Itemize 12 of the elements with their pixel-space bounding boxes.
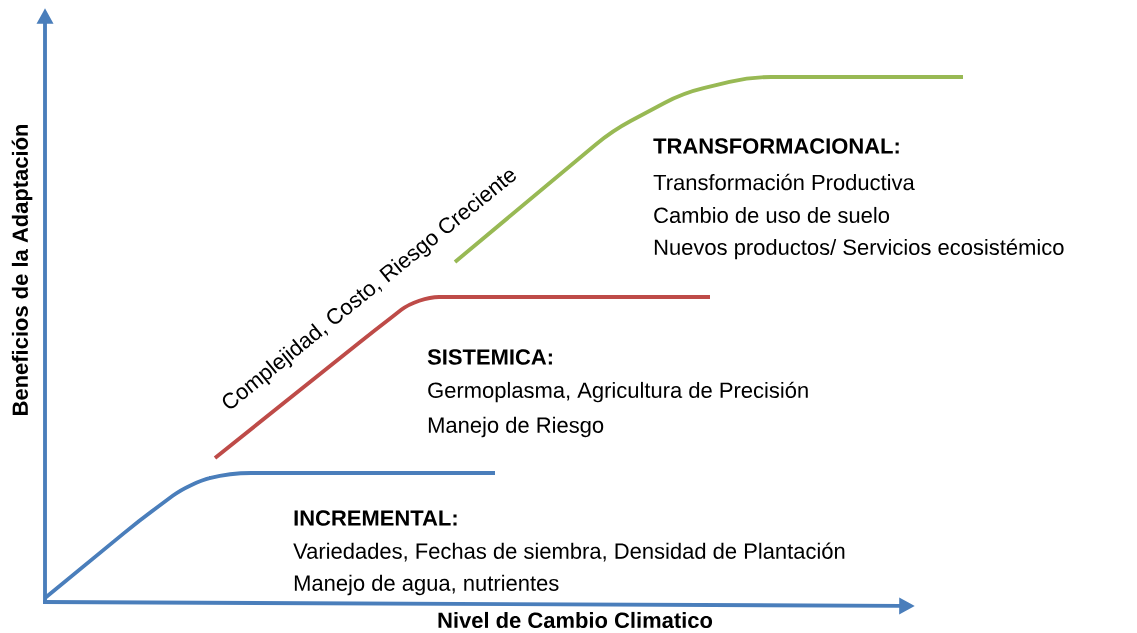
axis-label: Beneficios de la Adaptación <box>11 124 33 415</box>
category-heading: INCREMENTAL: <box>294 510 457 526</box>
item-text: Cambio de uso de suelo <box>654 206 890 224</box>
item-text: Transformación Productiva <box>653 173 915 191</box>
item-text: Germoplasma, Agricultura de Precisión <box>428 381 808 403</box>
item-text: Nuevos productos/ Servicios ecosistémico <box>654 238 1064 260</box>
item-text: Manejo de agua, nutrientes <box>294 574 559 596</box>
item-text: Manejo de Riesgo <box>428 416 604 438</box>
axis-label: Nivel de Cambio Climatico <box>438 611 713 629</box>
item-text: Variedades, Fechas de siembra, Densidad de Plantación <box>293 542 845 562</box>
category-heading: TRANSFORMACIONAL: <box>653 138 899 154</box>
category-heading: SISTEMICA: <box>427 349 552 365</box>
